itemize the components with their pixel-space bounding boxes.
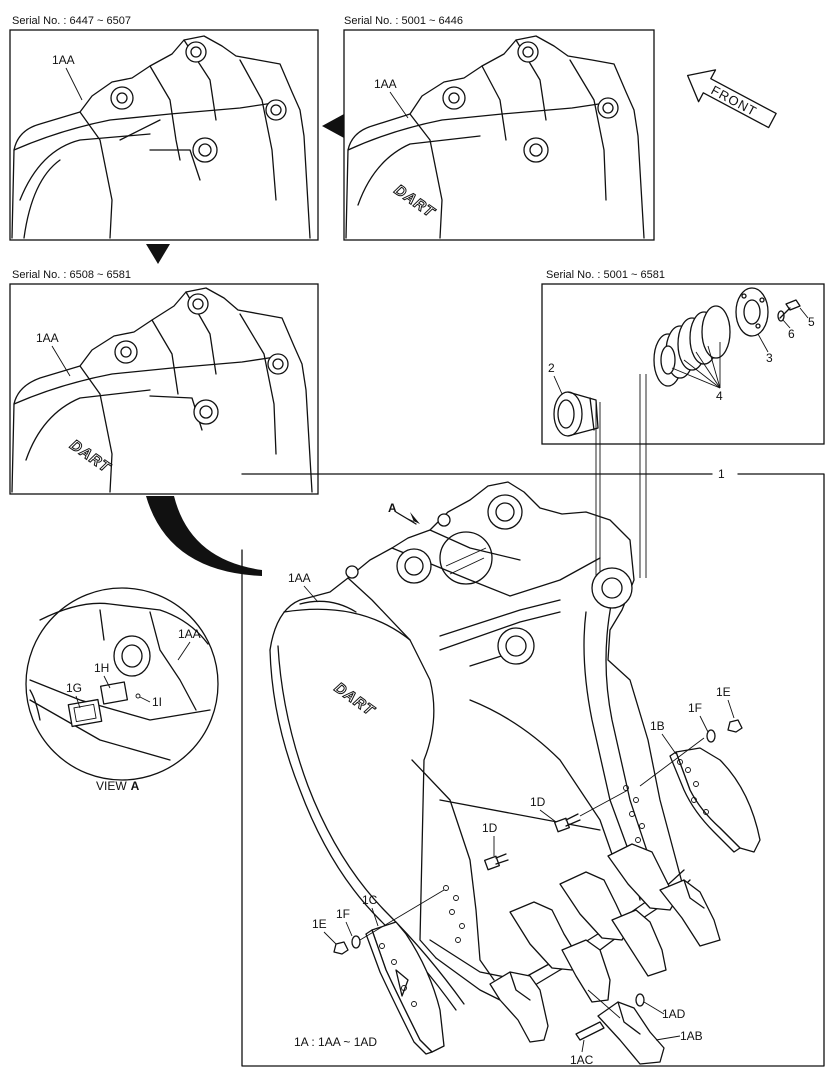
bolt-1D-lower — [484, 853, 509, 871]
arrow-left-icon — [322, 114, 344, 138]
plate-part-3 — [735, 287, 769, 337]
washer-1F-left — [351, 935, 361, 949]
assembly-line-right-upper — [639, 737, 705, 787]
callout-1D-lower: 1D — [482, 821, 498, 835]
leader-1AC — [581, 1039, 585, 1053]
arrow-down-icon — [146, 244, 170, 264]
side-cutter-1C — [365, 921, 445, 1055]
view-arrow-icon — [398, 512, 420, 524]
leader-1C — [371, 907, 379, 927]
panel-frame-top-right — [343, 29, 655, 241]
leader-1I — [139, 696, 151, 703]
view-a-detail — [25, 587, 219, 781]
leader-4 — [671, 342, 721, 389]
leader-1AA-main — [303, 585, 319, 603]
callout-2: 2 — [548, 361, 555, 375]
callout-5: 5 — [808, 315, 815, 329]
leader-1AA-view — [177, 641, 191, 661]
callout-1D-upper: 1D — [530, 795, 546, 809]
serial-label-detail: Serial No. : 5001 ~ 6581 — [546, 269, 665, 281]
leader-1AA-middle-left — [51, 345, 71, 377]
leader-2 — [553, 375, 563, 395]
projection-lines — [595, 374, 647, 578]
leader-1AD — [643, 1001, 665, 1015]
lock-1AD — [635, 993, 645, 1007]
front-arrow-icon — [686, 69, 777, 129]
leader-1F-left — [345, 921, 353, 937]
panel-frame-top-left — [9, 29, 319, 241]
bucket-sketch-top-left — [11, 35, 311, 239]
leader-3 — [757, 333, 769, 353]
leader-1AA-top-right — [389, 91, 409, 119]
nut-1E-right — [727, 719, 743, 733]
callout-1AB: 1AB — [680, 1029, 703, 1043]
view-marker-label: A — [388, 501, 397, 515]
callout-1E-right: 1E — [716, 685, 731, 699]
shims-part-4 — [653, 305, 731, 387]
bolt-1D-upper — [554, 813, 581, 833]
callout-4: 4 — [716, 389, 723, 403]
leader-6 — [782, 319, 791, 329]
callout-1F-right: 1F — [688, 701, 702, 715]
panel-detail: Serial No. : 5001 ~ 6581 — [541, 269, 825, 445]
serial-label-top-left: Serial No. : 6447 ~ 6507 — [12, 15, 131, 27]
nut-1E-left — [333, 941, 349, 955]
callout-1AA-top-right: 1AA — [374, 77, 397, 91]
serial-label-middle-left: Serial No. : 6508 ~ 6581 — [12, 269, 131, 281]
assembly-line-left — [359, 889, 445, 941]
callout-1AD: 1AD — [662, 1007, 686, 1021]
side-cutter-1B — [669, 747, 761, 853]
front-arrow-label: FRONT — [709, 82, 760, 119]
main-bucket: DART — [269, 481, 691, 1011]
callout-1I: 1I — [152, 695, 162, 709]
assembly-line-1D-upper — [579, 789, 629, 817]
panel-top-left: Serial No. : 6447 ~ 6507 1AA — [9, 15, 319, 241]
leader-1AA-top-left — [65, 67, 83, 101]
leader-1H — [103, 675, 111, 689]
callout-1G: 1G — [66, 681, 82, 695]
main-frame — [241, 473, 825, 1067]
front-arrow: FRONT — [686, 69, 777, 129]
washer-1F-right — [706, 729, 716, 743]
leader-1E-right — [727, 699, 735, 719]
serial-label-top-right: Serial No. : 5001 ~ 6446 — [344, 15, 463, 27]
callout-1AC: 1AC — [570, 1053, 594, 1067]
view-caption: VIEW A — [96, 779, 140, 793]
leader-1E-left — [323, 931, 337, 945]
leader-1F-right — [699, 715, 709, 733]
leader-1G — [75, 695, 81, 709]
teeth-row — [489, 843, 721, 1065]
view-caption-letter: A — [131, 779, 140, 793]
callout-6: 6 — [788, 327, 795, 341]
assembly-line-1AB — [587, 989, 621, 1019]
callout-1E-left: 1E — [312, 917, 327, 931]
callout-3: 3 — [766, 351, 773, 365]
callout-1F-left: 1F — [336, 907, 350, 921]
view-caption-word: VIEW — [96, 779, 127, 793]
leader-1D-upper — [539, 809, 557, 823]
callout-1AA-main: 1AA — [288, 571, 311, 585]
callout-1AA-middle-left: 1AA — [36, 331, 59, 345]
callout-1B: 1B — [650, 719, 665, 733]
view-marker-a: A — [388, 501, 420, 525]
leader-5 — [799, 307, 809, 319]
kit-formula: 1A : 1AA ~ 1AD — [294, 1035, 377, 1049]
callout-1H: 1H — [94, 661, 109, 675]
leader-1AB — [655, 1035, 681, 1041]
panel-top-right: Serial No. : 5001 ~ 6446 DART 1AA — [343, 15, 655, 241]
bushing-part-2 — [553, 391, 599, 437]
washer-part-6 — [777, 310, 785, 322]
pointer-swoosh-icon — [146, 496, 262, 576]
panel-frame-middle-left — [9, 283, 319, 495]
leader-1B — [661, 733, 677, 755]
callout-1C: 1C — [362, 893, 378, 907]
callout-1AA-view: 1AA — [178, 627, 201, 641]
bolt-part-5 — [779, 299, 801, 319]
callout-1AA-top-left: 1AA — [52, 53, 75, 67]
pin-1AC — [575, 1021, 605, 1041]
logo-main: DART — [331, 679, 378, 720]
panel-middle-left: Serial No. : 6508 ~ 6581 DART 1AA — [9, 269, 319, 495]
assembly-label-1: 1 — [718, 467, 725, 481]
